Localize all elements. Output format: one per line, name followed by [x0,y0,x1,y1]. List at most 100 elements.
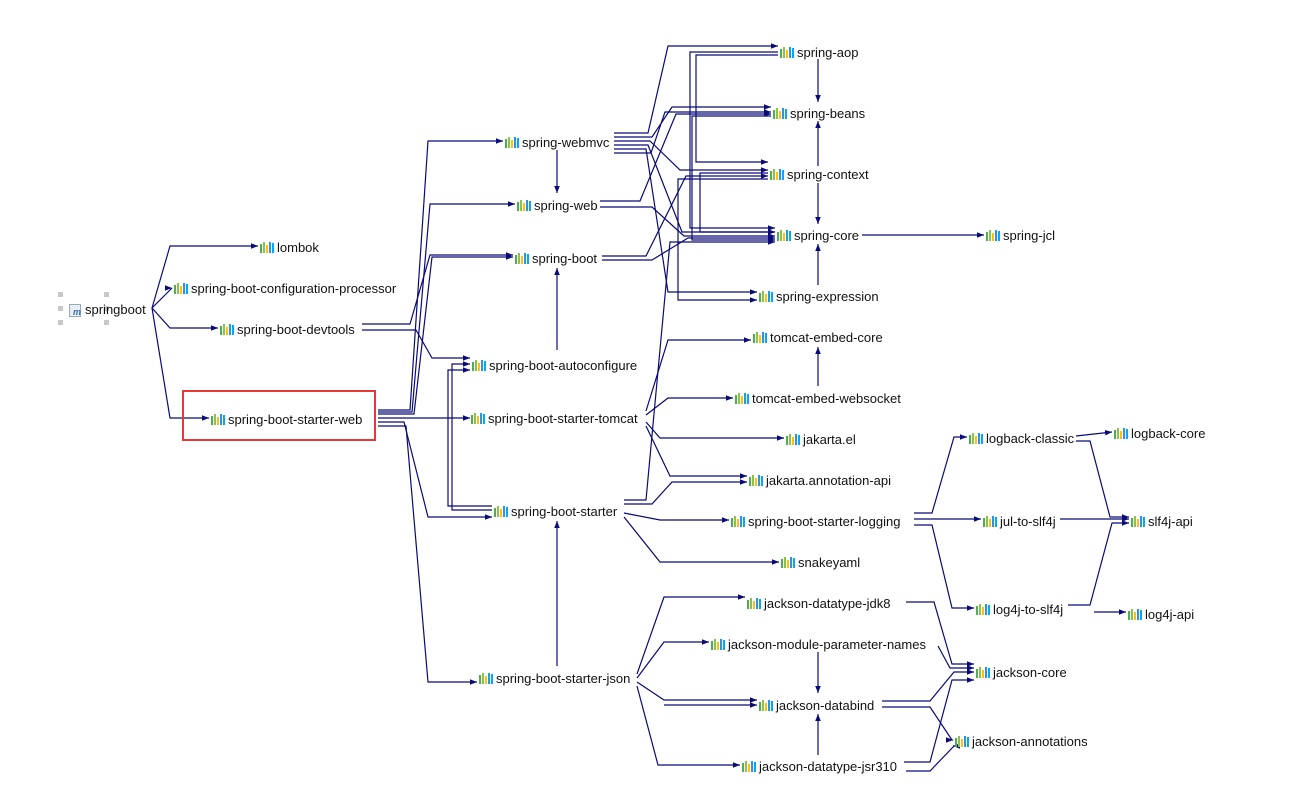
node-spring-beans[interactable]: spring-beans [773,103,865,123]
node-spring-boot-starter-tomcat[interactable]: spring-boot-starter-tomcat [471,408,638,428]
jar-library-icon [976,666,990,678]
node-log4j-api[interactable]: log4j-api [1128,604,1194,624]
node-jackson-module-parameter-names[interactable]: jackson-module-parameter-names [711,634,926,654]
dependency-edge [378,425,477,685]
node-label: spring-context [787,166,869,182]
jar-library-icon [759,699,773,711]
node-spring-expression[interactable]: spring-expression [759,286,879,306]
dependency-edge [362,252,513,325]
dependency-edge [151,307,209,421]
node-jackson-datatype-jsr310[interactable]: jackson-datatype-jsr310 [742,756,897,776]
node-spring-boot-starter-web[interactable]: spring-boot-starter-web [211,409,362,429]
dependency-edge [602,235,775,261]
dependency-edge [151,243,258,309]
dependency-edge [1075,429,1113,437]
node-label: jul-to-slf4j [1000,513,1056,529]
maven-project-icon: m [68,302,82,317]
dependency-edge [645,395,733,416]
jar-library-icon [759,290,773,302]
node-label: jackson-datatype-jsr310 [759,758,898,774]
node-spring-web[interactable]: spring-web [517,195,598,215]
selection-handle[interactable] [104,320,109,325]
node-spring-boot-starter-logging[interactable]: spring-boot-starter-logging [731,511,900,531]
dependency-edge [882,669,974,702]
node-spring-webmvc[interactable]: spring-webmvc [505,132,609,152]
node-snakeyaml[interactable]: snakeyaml [781,552,860,572]
dependency-edge [914,434,967,514]
jar-library-icon [505,136,519,148]
node-spring-boot-configuration-processor[interactable]: spring-boot-configuration-processor [174,278,396,298]
node-jakarta-el[interactable]: jakarta.el [786,429,856,449]
dependency-edge [906,743,960,772]
selection-handle[interactable] [104,292,109,297]
node-jackson-datatype-jdk8[interactable]: jackson-datatype-jdk8 [747,593,890,613]
jar-library-icon [955,735,969,747]
jar-library-icon [220,323,234,335]
dependency-edge [699,172,775,235]
node-label: spring-boot-starter-web [228,411,363,427]
jar-library-icon [174,282,188,294]
jar-library-icon [494,505,508,517]
node-spring-boot[interactable]: spring-boot [515,248,597,268]
node-log4j-to-slf4j[interactable]: log4j-to-slf4j [976,599,1063,619]
dependency-edge [689,51,778,231]
node-label: slf4j-api [1148,513,1193,529]
node-jackson-annotations[interactable]: jackson-annotations [955,731,1088,751]
node-label: spring-boot-starter-json [496,670,631,686]
node-spring-core[interactable]: spring-core [777,225,859,245]
jar-library-icon [976,603,990,615]
node-label: jackson-annotations [972,733,1088,749]
node-label: snakeyaml [798,554,861,570]
node-spring-boot-devtools[interactable]: spring-boot-devtools [220,319,355,339]
selection-handle[interactable] [58,306,63,311]
node-lombok[interactable]: lombok [260,237,319,257]
selection-handle[interactable] [58,292,63,297]
dependency-edge [914,524,974,611]
dependency-edge [937,645,974,671]
jar-library-icon [753,331,767,343]
jar-library-icon [515,252,529,264]
node-label: spring-boot-starter [511,503,618,519]
node-spring-context[interactable]: spring-context [770,164,869,184]
selection-handle[interactable] [58,320,63,325]
node-logback-core[interactable]: logback-core [1114,423,1205,443]
node-tomcat-embed-websocket[interactable]: tomcat-embed-websocket [735,388,901,408]
node-spring-boot-starter-json[interactable]: spring-boot-starter-json [479,668,630,688]
node-jackson-databind[interactable]: jackson-databind [759,695,874,715]
dependency-edge [362,329,470,361]
node-label: jackson-datatype-jdk8 [764,595,891,611]
node-spring-jcl[interactable]: spring-jcl [986,225,1055,245]
dependency-edge [151,307,218,331]
selection-handle[interactable] [104,306,109,311]
dependency-edge [645,425,747,479]
node-jakarta-annotation-api[interactable]: jakarta.annotation-api [749,470,891,490]
jar-library-icon [780,46,794,58]
node-slf4j-api[interactable]: slf4j-api [1131,511,1193,531]
node-label: spring-boot-starter-logging [748,513,901,529]
node-spring-aop[interactable]: spring-aop [780,42,858,62]
node-label: springboot [85,301,146,317]
node-label: spring-boot-configuration-processor [191,280,397,296]
jar-library-icon [747,597,761,609]
jar-library-icon [781,556,795,568]
node-springboot[interactable]: m springboot [68,299,146,319]
node-label: jackson-databind [776,697,875,713]
node-label: jakarta.el [803,431,856,447]
jar-library-icon [517,199,531,211]
dependency-edge [602,173,768,257]
node-spring-boot-starter[interactable]: spring-boot-starter [494,501,617,521]
node-jul-to-slf4j[interactable]: jul-to-slf4j [983,511,1056,531]
dependency-edge [614,148,757,295]
jar-library-icon [777,229,791,241]
dependency-edge [906,601,974,667]
dependency-edge [904,677,974,763]
node-jackson-core[interactable]: jackson-core [976,662,1067,682]
jar-library-icon [735,392,749,404]
node-label: spring-web [534,197,598,213]
node-logback-classic[interactable]: logback-classic [969,428,1074,448]
jar-library-icon [983,515,997,527]
node-tomcat-embed-core[interactable]: tomcat-embed-core [753,327,883,347]
jar-library-icon [986,229,1000,241]
node-spring-boot-autoconfigure[interactable]: spring-boot-autoconfigure [472,355,637,375]
